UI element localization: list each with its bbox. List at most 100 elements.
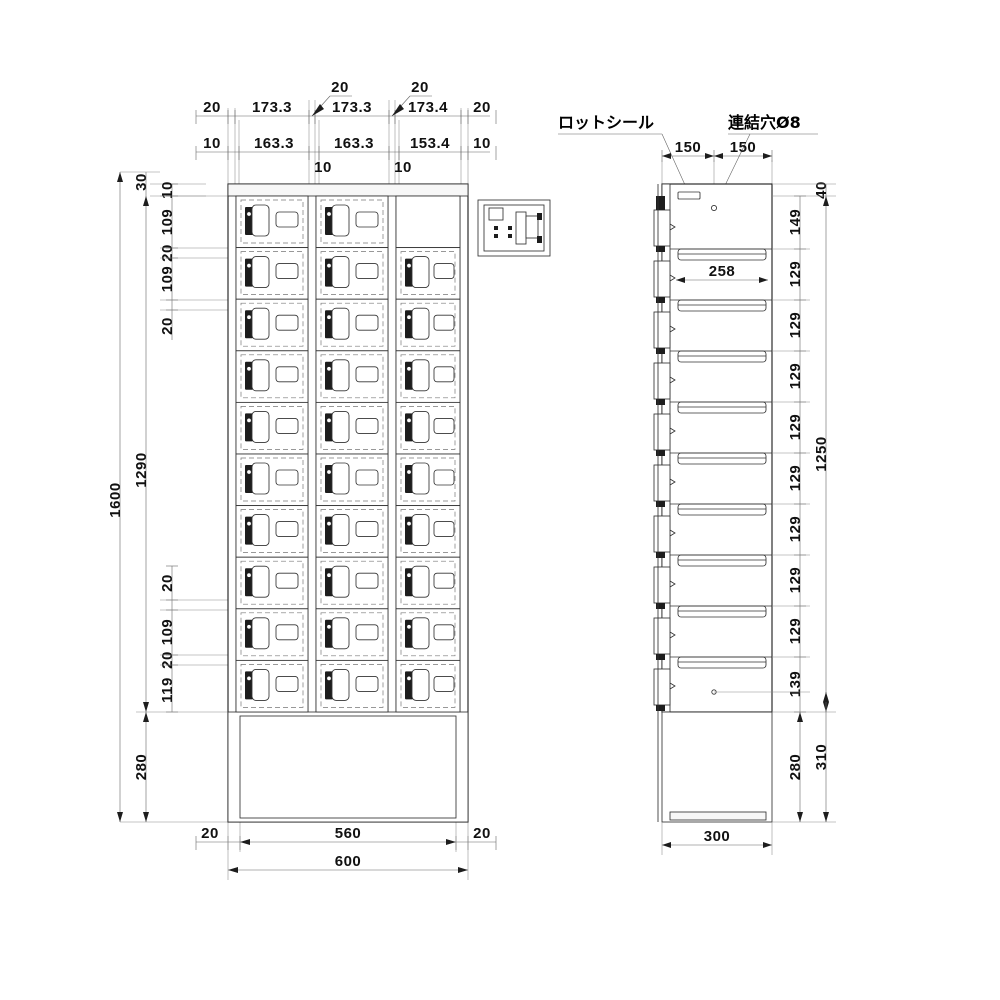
- dim-front-bchain-20a: 20: [159, 574, 176, 592]
- locker-cell[interactable]: [395, 608, 461, 661]
- locker-cell[interactable]: [395, 453, 461, 507]
- side-hinge-blocks: [653, 184, 676, 822]
- dim-front-top1-0: 20: [203, 99, 221, 116]
- callout-front-top2-1: 10: [394, 159, 412, 176]
- dim-front-top1-4: 20: [473, 99, 491, 116]
- shelf: [677, 503, 767, 516]
- locker-cell[interactable]: [395, 505, 461, 558]
- dim-side-top-right: 150: [730, 139, 757, 156]
- front-top-dimension-row-1: 20 173.3 173.3 173.4 20 20 20: [195, 79, 497, 124]
- front-view-cabinet: [227, 183, 469, 823]
- dim-side-chain-129-5: 129: [787, 465, 804, 492]
- locker-cell[interactable]: [315, 505, 389, 558]
- dim-side-overall-1250: 1250: [813, 436, 830, 471]
- locker-cell[interactable]: [235, 401, 309, 455]
- side-right-chain-dims: 149 129 129 129 129 129 129 129 129 139 …: [714, 181, 836, 823]
- locker-cell[interactable]: [235, 195, 309, 249]
- front-left-chain-top: 10 109 20 109 20: [159, 181, 232, 340]
- dim-front-bchain-20b: 20: [159, 651, 176, 669]
- locker-cell[interactable]: [315, 659, 389, 713]
- locker-cell[interactable]: [395, 298, 461, 352]
- locker-cell[interactable]: [315, 556, 389, 610]
- side-view-cabinet: [653, 183, 773, 823]
- dim-front-overall-height: 1600: [107, 482, 124, 517]
- locker-cell[interactable]: [395, 659, 461, 713]
- dim-front-bchain-109: 109: [159, 619, 176, 646]
- dim-front-bottom-right: 20: [473, 825, 491, 842]
- shelf: [677, 452, 767, 465]
- shelf: [677, 299, 767, 312]
- shelf: [677, 350, 767, 363]
- lot-seal-sticker: [677, 191, 701, 200]
- dim-side-chain-129-8: 129: [787, 618, 804, 645]
- locker-cell[interactable]: [315, 298, 389, 352]
- link-hole-circle: [710, 204, 718, 212]
- locker-cell[interactable]: [235, 298, 309, 352]
- shelf: [677, 401, 767, 414]
- dim-side-chain-139: 139: [787, 671, 804, 698]
- dim-side-top-40: 40: [813, 181, 830, 199]
- locker-cell[interactable]: [315, 608, 389, 661]
- dim-front-top2-0: 10: [203, 135, 221, 152]
- dim-front-top2-3: 153.4: [410, 135, 450, 152]
- shelf: [677, 554, 767, 567]
- locker-cell[interactable]: [315, 453, 389, 507]
- label-link-hole: 連結穴Ø8: [728, 113, 801, 132]
- locker-cell[interactable]: [395, 556, 461, 610]
- annotation-link-hole: 連結穴Ø8: [711, 113, 818, 209]
- shelf: [677, 656, 767, 669]
- callout-front-top1-1: 20: [411, 79, 429, 96]
- lock-mechanism-detail: [477, 199, 551, 257]
- side-top-dims: 150 150: [661, 139, 773, 208]
- dim-front-chain-20b: 20: [159, 317, 176, 335]
- dim-front-top1-2: 173.3: [332, 99, 372, 116]
- front-bottom-dims: 20 560 20 600: [195, 822, 497, 880]
- callout-front-top1-0: 20: [331, 79, 349, 96]
- front-top-dimension-row-2: 10 163.3 163.3 153.4 10 10 10: [195, 135, 497, 176]
- dim-front-base-height: 280: [133, 754, 150, 781]
- locker-cell[interactable]: [235, 659, 309, 713]
- locker-cell[interactable]: [235, 505, 309, 558]
- locker-cell[interactable]: [395, 247, 461, 300]
- side-bottom-dim: 300: [661, 822, 773, 855]
- dim-front-top1-1: 173.3: [252, 99, 292, 116]
- locker-cell[interactable]: [235, 453, 309, 507]
- dim-side-chain-149: 149: [787, 209, 804, 236]
- dim-side-base-310: 310: [813, 744, 830, 771]
- locker-cell[interactable]: [235, 247, 309, 300]
- locker-cell[interactable]: [395, 350, 461, 403]
- locker-cell[interactable]: [315, 247, 389, 300]
- front-left-overall-dims: 1600 1290 30: [107, 171, 160, 822]
- side-base-dims: 280 310: [787, 692, 830, 822]
- front-base-dim-280: 280: [120, 711, 232, 823]
- locker-cell[interactable]: [315, 195, 389, 249]
- locker-cell[interactable]: [395, 401, 461, 455]
- dim-front-bottom-left: 20: [201, 825, 219, 842]
- dim-front-bottom-mid: 560: [335, 825, 362, 842]
- side-shelf-width-dim: 258: [676, 263, 768, 283]
- callout-front-top2-0: 10: [314, 159, 332, 176]
- dim-side-top-left: 150: [675, 139, 702, 156]
- dim-front-chain-20a: 20: [159, 244, 176, 262]
- locker-cell[interactable]: [235, 556, 309, 610]
- dim-front-chain-109b: 109: [159, 266, 176, 293]
- locker-cell-grid: [235, 195, 461, 713]
- dim-side-chain-129-3: 129: [787, 363, 804, 390]
- dim-front-top-30: 30: [133, 173, 150, 191]
- dim-front-top2-1: 163.3: [254, 135, 294, 152]
- dim-front-cells-height: 1290: [133, 452, 150, 487]
- dim-side-chain-129-7: 129: [787, 567, 804, 594]
- dim-side-chain-129-2: 129: [787, 312, 804, 339]
- dim-side-chain-129-4: 129: [787, 414, 804, 441]
- dim-side-shelf-width: 258: [709, 263, 736, 280]
- locker-cell[interactable]: [315, 350, 389, 403]
- label-lot-seal: ロットシール: [558, 113, 654, 132]
- locker-cell[interactable]: [235, 350, 309, 403]
- locker-cell[interactable]: [315, 401, 389, 455]
- shelf: [677, 248, 767, 261]
- front-left-chain-bottom: 20 109 20 119: [159, 565, 232, 713]
- locker-cell[interactable]: [235, 608, 309, 661]
- dim-front-chain-10: 10: [159, 181, 176, 199]
